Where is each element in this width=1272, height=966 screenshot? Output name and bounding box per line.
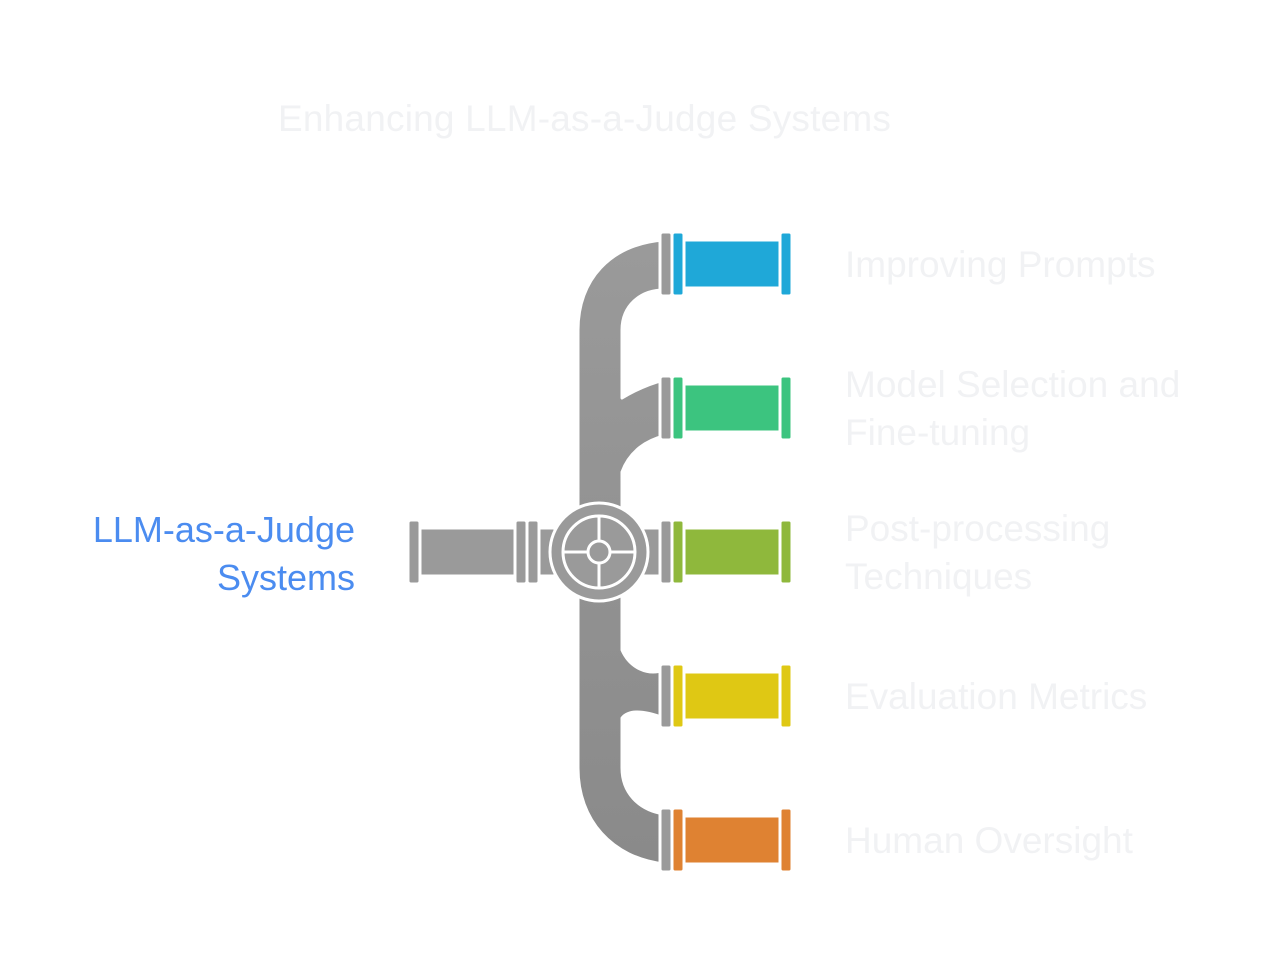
branch-end-flange [778,662,794,730]
diagram-title: Enhancing LLM-as-a-Judge Systems [278,98,892,139]
branch-pipe-body [682,382,782,434]
branch-label-evaluation-metrics: Evaluation Metrics [845,676,1148,717]
branch-outlet-4 [658,662,794,730]
source-pipe [406,518,557,586]
branch-flange-grey [658,518,674,586]
branch-pipe-body [682,238,782,290]
branch-label-improving-prompts: Improving Prompts [845,244,1156,285]
branch-flange-grey [658,662,674,730]
branch-outlet-2 [658,374,794,442]
branch-end-flange [778,518,794,586]
branch-label-post-processing: Post-processing Techniques [845,508,1111,597]
branch-flange-color [670,806,686,874]
branch-flange-color [670,230,686,298]
branch-end-flange [778,806,794,874]
branch-outlet-3 [658,518,794,586]
branch-end-flange [778,230,794,298]
branch-flange-color [670,662,686,730]
branch-flange-color [670,374,686,442]
branch-pipe-body [682,814,782,866]
branch-outlets [658,230,794,874]
branch-flange-grey [658,806,674,874]
branch-label-model-selection: Model Selection and Fine-tuning [845,364,1181,453]
branch-pipe-body [682,526,782,578]
branch-flange-color [670,518,686,586]
branch-flange-grey [658,374,674,442]
branch-outlet-1 [658,230,794,298]
crosshair-valve-icon [548,501,650,603]
branch-label-human-oversight: Human Oversight [845,820,1133,861]
branch-end-flange [778,374,794,442]
branch-outlet-5 [658,806,794,874]
branch-pipe-body [682,670,782,722]
source-label: LLM-as-a-Judge Systems [92,509,355,598]
branch-flange-grey [658,230,674,298]
